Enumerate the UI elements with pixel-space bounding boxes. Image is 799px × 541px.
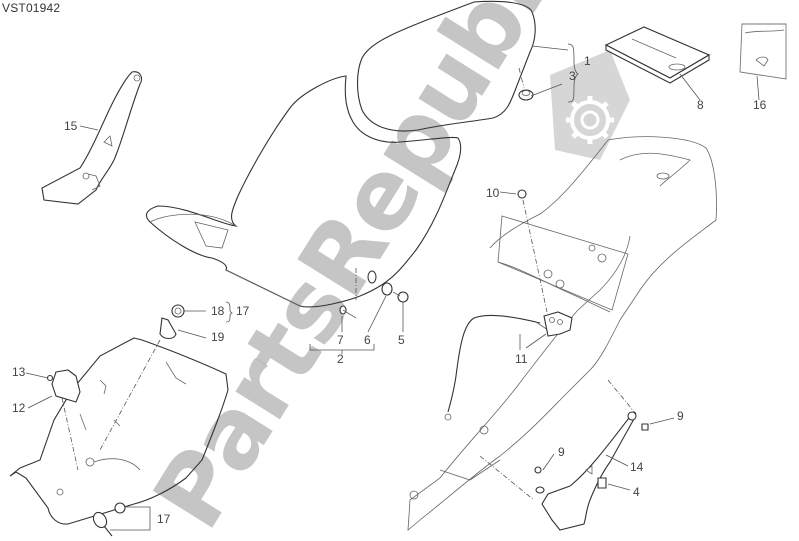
callout-3[interactable]: 3 (569, 69, 576, 83)
callout-14[interactable]: 14 (630, 460, 644, 474)
callout-18[interactable]: 18 (211, 304, 225, 318)
callout-9-upper[interactable]: 9 (677, 409, 684, 423)
seat-hardware-parts (339, 268, 409, 319)
left-side-bracket-part (41, 71, 143, 205)
callout-12[interactable]: 12 (12, 401, 26, 415)
rider-seat-part (145, 75, 462, 308)
callout-2[interactable]: 2 (337, 352, 344, 366)
nut-and-bracket-parts (159, 304, 185, 340)
ducati-bag-part (739, 23, 787, 80)
callout-4[interactable]: 4 (633, 485, 640, 499)
seat-lock-cable-part (444, 311, 573, 421)
rear-subframe-part (407, 136, 717, 531)
callout-8[interactable]: 8 (697, 98, 704, 112)
callout-17-lower[interactable]: 17 (157, 512, 171, 526)
callout-15[interactable]: 15 (64, 119, 78, 133)
diagram-reference-code: VST01942 (2, 1, 61, 15)
callout-17-upper[interactable]: 17 (236, 304, 250, 318)
pillion-seat-part (356, 0, 536, 132)
callout-11[interactable]: 11 (515, 352, 528, 366)
callout-1[interactable]: 1 (584, 54, 591, 68)
rubber-pad-part (518, 67, 534, 101)
lock-barrel-and-key-parts (92, 502, 126, 537)
callout-10[interactable]: 10 (486, 186, 500, 200)
undertray-part (9, 337, 229, 525)
callout-9-lower[interactable]: 9 (558, 445, 565, 459)
tool-kit-booklet-part (604, 26, 711, 84)
callout-13[interactable]: 13 (12, 365, 26, 379)
callout-5[interactable]: 5 (398, 333, 405, 347)
callout-19[interactable]: 19 (211, 330, 225, 344)
callout-leader-lines (25, 43, 760, 531)
callout-16[interactable]: 16 (753, 98, 767, 112)
cover-plate-part (46, 369, 81, 403)
callout-7[interactable]: 7 (337, 333, 344, 347)
watermark-gear-icon (550, 50, 630, 160)
washer-part (517, 189, 548, 313)
callout-6[interactable]: 6 (364, 333, 371, 347)
right-side-cover-part (534, 411, 649, 531)
